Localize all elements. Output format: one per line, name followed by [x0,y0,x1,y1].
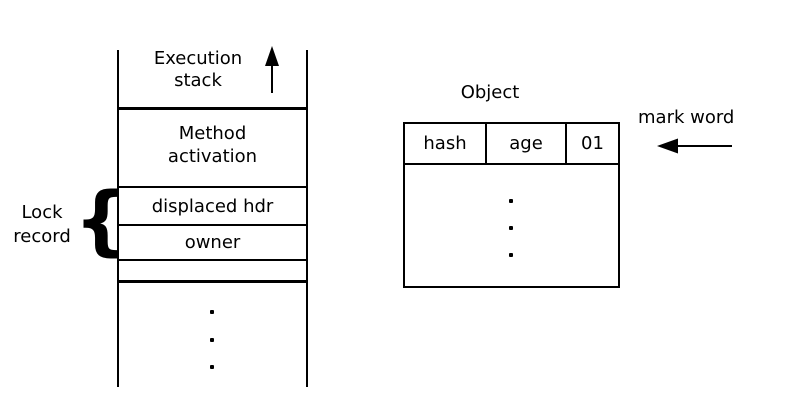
stack-divider-thick-top [117,107,308,110]
mark-word-field-tag: 01 [581,133,604,154]
execution-stack-title-line2: stack [174,70,222,91]
stack-divider-thin-2 [119,224,306,226]
mark-word-field-hash: hash [405,124,487,163]
object-title: Object [460,82,520,103]
method-activation-frame: Method activation [119,122,306,168]
stack-divider-thick-bottom [117,280,308,283]
mark-word-row: hash age 01 [405,124,618,165]
stack-divider-thin-3 [119,259,306,261]
method-activation-line1: Method [178,123,247,144]
method-activation-line2: activation [167,146,258,167]
displaced-hdr-slot: displaced hdr [151,196,274,217]
stack-divider-thin-1 [119,186,306,188]
object-ellipsis-dot [509,253,513,257]
execution-stack: Execution stack Method activation displa… [117,46,308,387]
object-ellipsis-dot [509,199,513,203]
lock-record-label: Lock record [0,201,84,249]
owner-slot: owner [184,232,241,253]
lock-record-brace-icon: { [74,175,129,264]
lock-record-label-line2: record [13,226,71,247]
mark-word-left-arrow-icon [657,138,732,154]
mark-word-label: mark word [638,107,735,128]
object-box: hash age 01 [403,122,620,288]
stack-ellipsis-dot [210,365,214,369]
stack-growth-up-arrow-icon [265,46,279,93]
stack-ellipsis-dot [210,338,214,342]
lock-record-label-line1: Lock [21,202,63,223]
object-body [405,165,618,286]
execution-stack-title: Execution stack [127,48,269,92]
mark-word-field-age: age [487,124,567,163]
object-ellipsis-dot [509,226,513,230]
execution-stack-title-line1: Execution [153,48,243,69]
stack-ellipsis-dot [210,310,214,314]
